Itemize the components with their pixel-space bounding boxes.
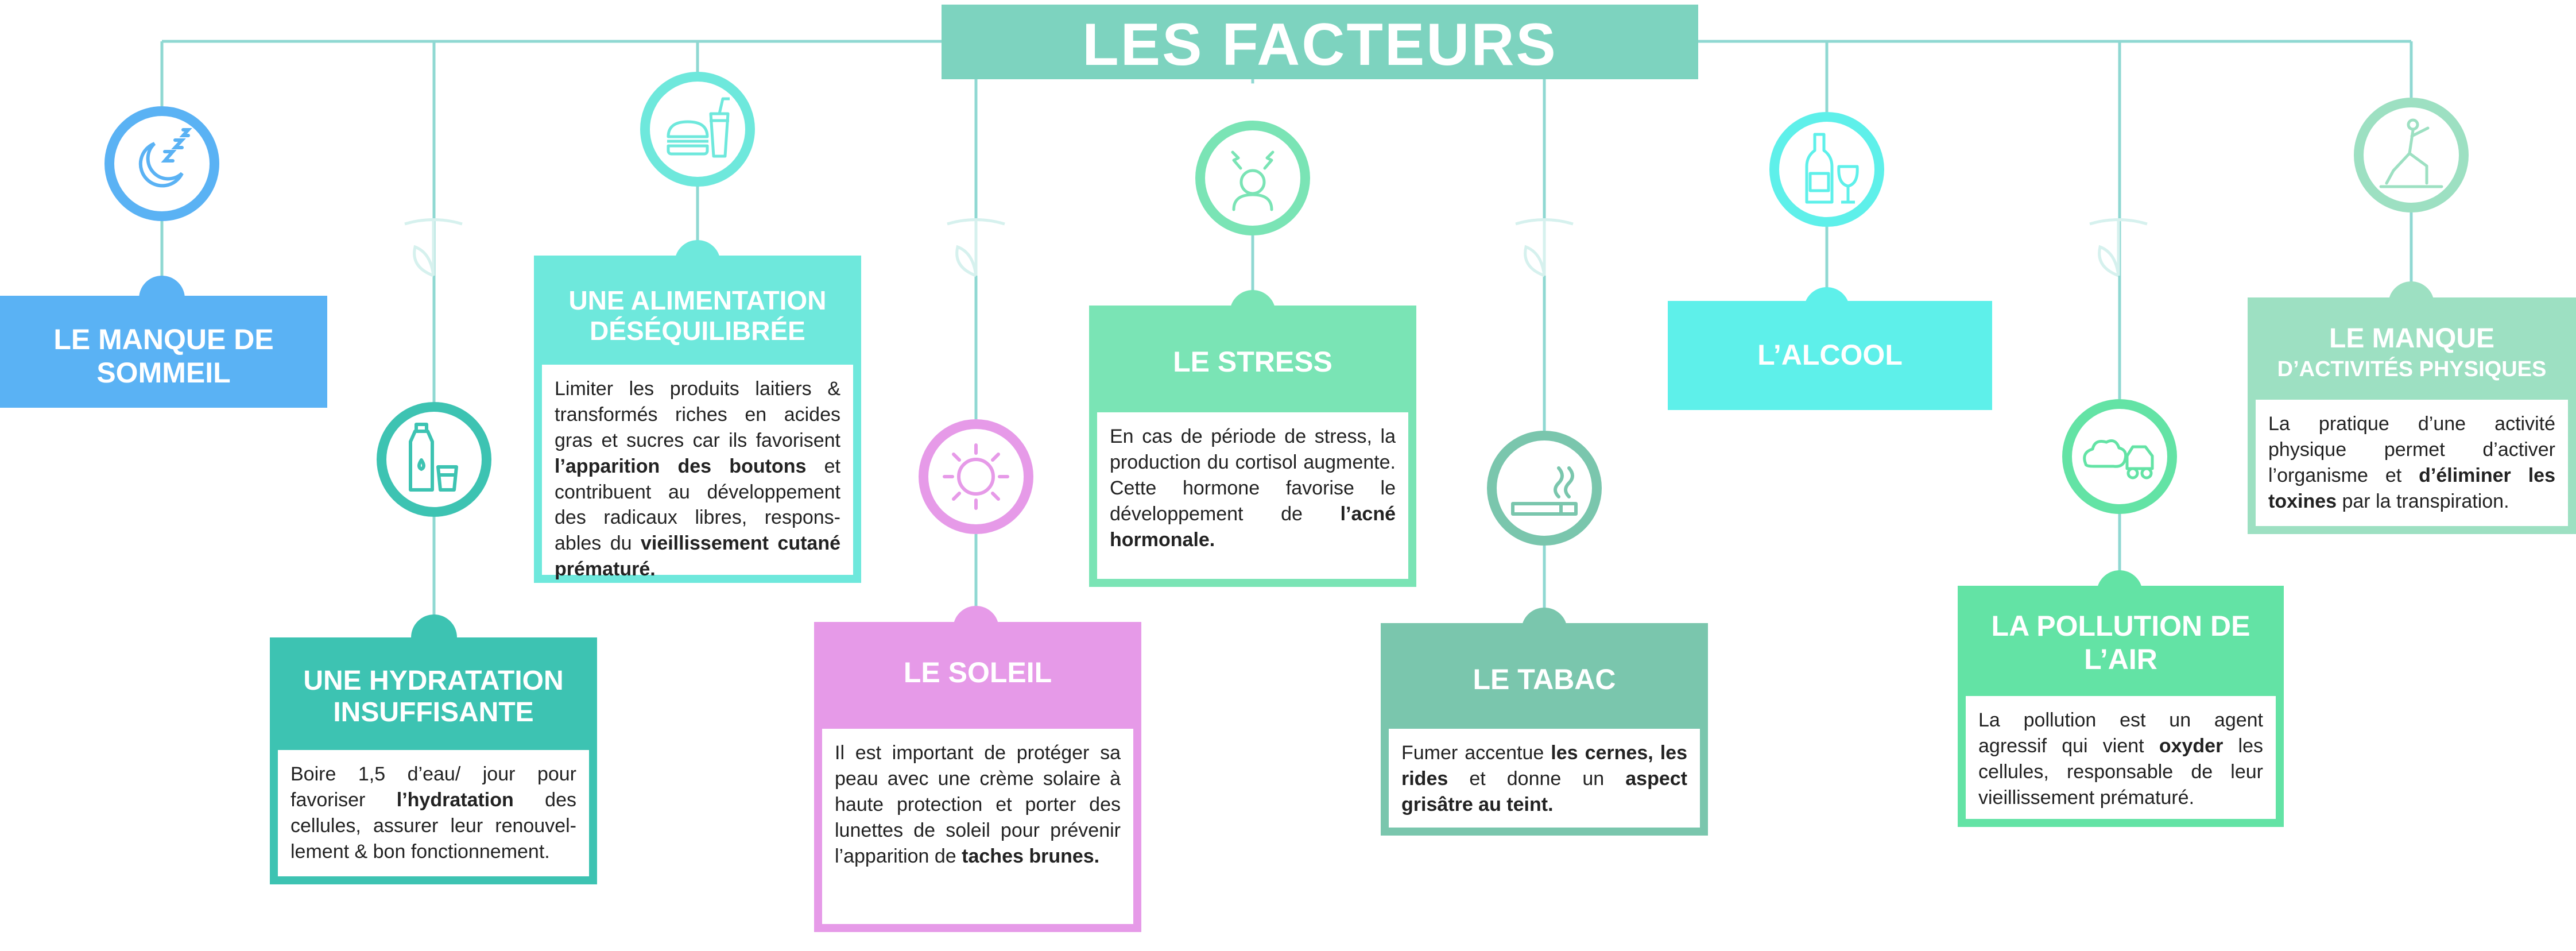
card-heading: LE MANQUE <box>2329 323 2494 354</box>
sun-icon <box>919 419 1033 534</box>
wine-bottle-glass-icon <box>1769 112 1884 227</box>
card-text: Limiter les produits laitiers & transfor… <box>542 365 853 580</box>
card-text: La pollution est un agent agressif qui v… <box>1966 696 2276 819</box>
card-stress: LE STRESS En cas de période de stress, l… <box>1089 306 1416 587</box>
card-text: Fumer accentue les cernes, les rides et … <box>1389 729 1700 828</box>
leaf-ornament-icon <box>1510 212 1579 299</box>
card-heading: LE SOLEIL <box>903 656 1052 689</box>
card-alcohol: L’ALCOOL <box>1668 301 1992 410</box>
card-heading: L’ALCOOL <box>1757 339 1903 371</box>
card-tobacco: LE TABAC Fumer accentue les cernes, les … <box>1381 623 1708 836</box>
card-sleep: LE MANQUE DE SOMMEIL <box>0 296 327 408</box>
moon-zzz-icon <box>104 106 219 221</box>
car-exhaust-icon <box>2062 399 2177 514</box>
card-food: UNE ALIMENTATION DÉSÉQUILIBRÉE Limiter l… <box>534 256 861 583</box>
leaf-ornament-icon <box>399 212 468 299</box>
card-text: La pratique d’une activité physique perm… <box>2256 400 2568 526</box>
title-banner: LES FACTEURS EXTERNES <box>942 5 1698 134</box>
leaf-ornament-icon <box>942 212 1010 299</box>
card-text: En cas de période de stress, la producti… <box>1097 412 1408 579</box>
yoga-pose-icon <box>2354 98 2469 212</box>
card-heading: LE STRESS <box>1173 346 1332 378</box>
water-bottle-glass-icon <box>377 402 491 517</box>
card-heading: LA POLLUTION DE L’AIR <box>1991 610 2250 675</box>
cigarette-icon <box>1487 431 1602 546</box>
card-heading: LE TABAC <box>1473 663 1616 695</box>
card-text: Boire 1,5 d’eau/ jour pour favoriser l’h… <box>278 750 589 876</box>
page-title: LES FACTEURS EXTERNES <box>1082 11 1558 138</box>
card-subheading: D’ACTIVITÉS PHYSIQUES <box>2277 357 2547 381</box>
card-heading: UNE ALIMENTATION DÉSÉQUILIBRÉE <box>568 285 827 346</box>
card-text: Il est important de protéger sa peau ave… <box>822 729 1133 924</box>
card-pollution: LA POLLUTION DE L’AIR La pollution est u… <box>1958 586 2284 827</box>
card-hydration: UNE HYDRATATION INSUFFISANTE Boire 1,5 d… <box>270 637 597 884</box>
card-heading: UNE HYDRATATION INSUFFISANTE <box>303 666 564 728</box>
card-sport: LE MANQUE D’ACTIVITÉS PHYSIQUES La prati… <box>2248 297 2576 534</box>
burger-drink-icon <box>640 72 755 187</box>
stressed-person-icon <box>1195 121 1310 235</box>
leaf-ornament-icon <box>2084 212 2153 299</box>
card-sun: LE SOLEIL Il est important de protéger s… <box>814 622 1141 932</box>
card-heading: LE MANQUE DE SOMMEIL <box>53 323 274 389</box>
